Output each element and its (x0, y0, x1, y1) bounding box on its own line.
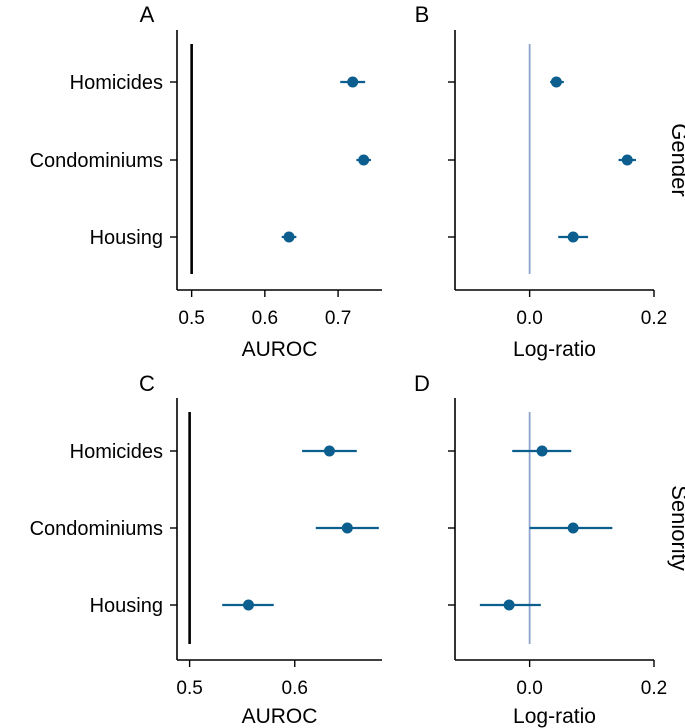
data-point (347, 76, 359, 88)
data-point (621, 154, 633, 166)
x-tick-label: 0.6 (282, 678, 308, 699)
panel-letter-a: A (140, 2, 155, 27)
data-point (550, 76, 562, 88)
data-point (242, 599, 254, 611)
row-label-seniority: Seniority (667, 485, 685, 571)
category-label: Homicides (70, 441, 163, 463)
x-tick-label: 0.7 (325, 308, 351, 329)
data-point (503, 599, 515, 611)
panel-letter-c: C (139, 371, 155, 396)
panel-letter-b: B (415, 2, 430, 27)
x-tick-label: 0.5 (176, 678, 202, 699)
x-axis-label-d: Log-ratio (513, 705, 596, 728)
data-point (567, 231, 579, 243)
panel-letter-d: D (414, 371, 430, 396)
data-point (536, 445, 548, 457)
category-label: Condominiums (30, 150, 163, 172)
x-tick-label: 0.0 (516, 678, 542, 699)
data-point (358, 154, 370, 166)
x-tick-label: 0.2 (641, 308, 667, 329)
x-axis-label-a: AUROC (242, 338, 318, 361)
x-tick-label: 0.5 (178, 308, 204, 329)
x-tick-label: 0.2 (641, 678, 667, 699)
x-axis-label-c: AUROC (242, 705, 318, 728)
data-point (283, 231, 295, 243)
category-label: Housing (90, 595, 163, 617)
row-label-gender: Gender (667, 123, 685, 196)
x-tick-label: 0.0 (516, 308, 542, 329)
category-label: Homicides (70, 72, 163, 94)
x-tick-label: 0.6 (252, 308, 278, 329)
data-point (341, 522, 353, 534)
category-label: Condominiums (30, 518, 163, 540)
category-label: Housing (90, 227, 163, 249)
data-point (323, 445, 335, 457)
data-point (567, 522, 579, 534)
x-axis-label-b: Log-ratio (513, 338, 596, 361)
